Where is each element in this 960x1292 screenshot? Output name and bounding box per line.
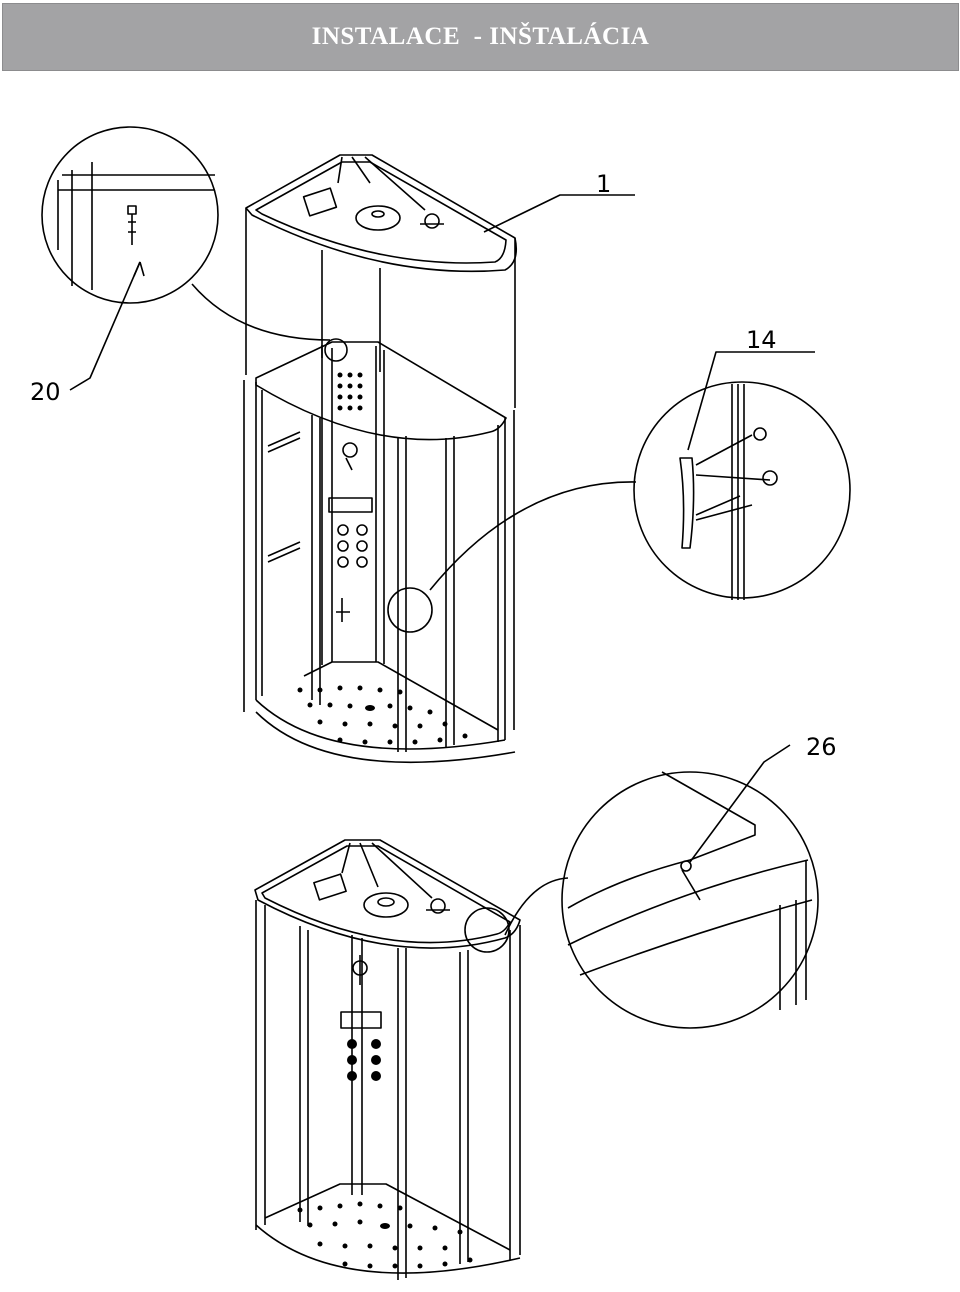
shower-cabin-top — [243, 338, 516, 764]
cabin-bottom-dots — [297, 1039, 473, 1269]
detail-circle-14 — [429, 351, 851, 600]
cabin-top-dots — [297, 372, 468, 745]
leader-1 — [483, 194, 635, 233]
callout-label-1: 1 — [596, 170, 611, 198]
page-title: INSTALACE - INŠTALÁCIA — [311, 23, 650, 50]
detail-circle-26 — [504, 744, 819, 1029]
callout-label-20: 20 — [30, 378, 61, 406]
callout-label-14: 14 — [746, 326, 777, 354]
callout-label-26: 26 — [806, 733, 837, 761]
detail-circle-20 — [41, 126, 331, 391]
page-header: INSTALACE - INŠTALÁCIA — [2, 3, 959, 71]
roof-canopy-exploded — [245, 154, 518, 408]
shower-cabin-bottom — [254, 839, 521, 1280]
